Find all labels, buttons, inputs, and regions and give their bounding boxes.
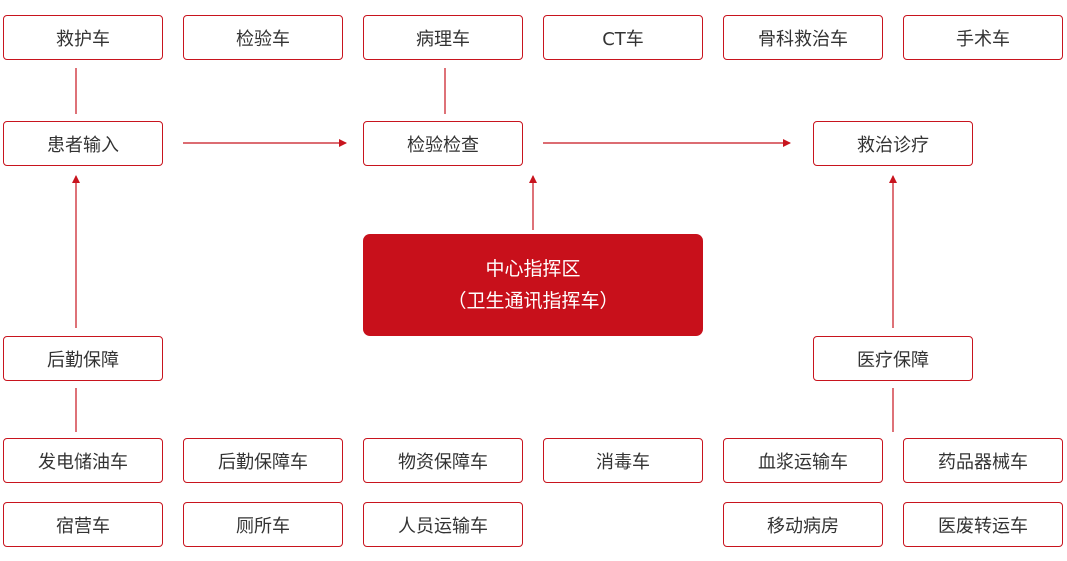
node-camp-vehicle: 宿营车 <box>3 502 163 547</box>
node-test-vehicle: 检验车 <box>183 15 343 60</box>
command-center-subtitle: （卫生通讯指挥车） <box>447 290 619 312</box>
node-treatment: 救治诊疗 <box>813 121 973 166</box>
node-command-center: 中心指挥区 （卫生通讯指挥车） <box>363 234 703 336</box>
node-supplies-vehicle: 物资保障车 <box>363 438 523 483</box>
command-center-title: 中心指挥区 <box>485 258 581 280</box>
node-ct-vehicle: CT车 <box>543 15 703 60</box>
node-medical-support: 医疗保障 <box>813 336 973 381</box>
node-ambulance: 救护车 <box>3 15 163 60</box>
node-plasma-vehicle: 血浆运输车 <box>723 438 883 483</box>
node-personnel-vehicle: 人员运输车 <box>363 502 523 547</box>
node-toilet-vehicle: 厕所车 <box>183 502 343 547</box>
node-mobile-ward: 移动病房 <box>723 502 883 547</box>
node-pharmacy-vehicle: 药品器械车 <box>903 438 1063 483</box>
node-inspection: 检验检查 <box>363 121 523 166</box>
node-patient-input: 患者输入 <box>3 121 163 166</box>
node-medical-waste-vehicle: 医废转运车 <box>903 502 1063 547</box>
node-logistics-vehicle: 后勤保障车 <box>183 438 343 483</box>
node-generator-vehicle: 发电储油车 <box>3 438 163 483</box>
node-orthopedic-vehicle: 骨科救治车 <box>723 15 883 60</box>
node-pathology-vehicle: 病理车 <box>363 15 523 60</box>
node-logistics-support: 后勤保障 <box>3 336 163 381</box>
node-surgery-vehicle: 手术车 <box>903 15 1063 60</box>
node-disinfection-vehicle: 消毒车 <box>543 438 703 483</box>
